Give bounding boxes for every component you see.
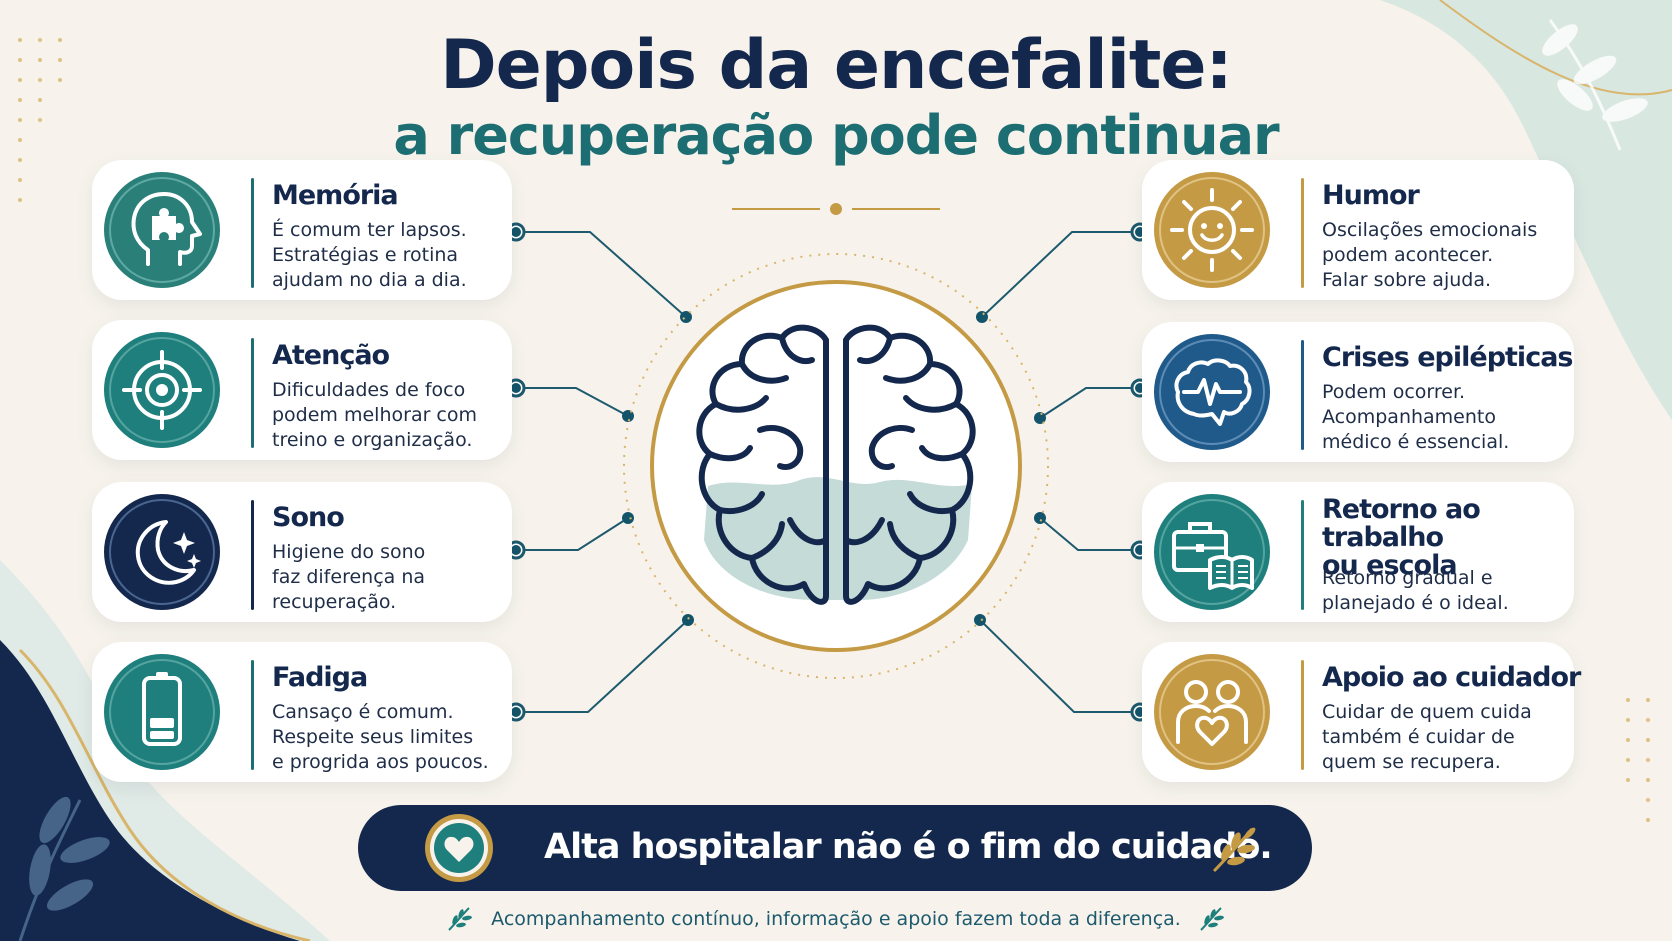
card-humor: Humor Oscilações emocionais podem aconte… (1142, 160, 1574, 300)
target-icon (104, 332, 220, 448)
footnote: Acompanhamento contínuo, informação e ap… (0, 906, 1672, 932)
card-title: Apoio ao cuidador (1322, 662, 1581, 693)
card-divider (251, 500, 254, 610)
page-subtitle: a recuperação pode continuar (393, 104, 1279, 167)
bottom-banner: Alta hospitalar não é o fim do cuidado. (358, 805, 1312, 891)
leaf-sprig-left-icon (448, 907, 473, 931)
card-title: Humor (1322, 180, 1420, 211)
card-crises-epilepticas: Crises epilépticas Podem ocorrer. Acompa… (1142, 322, 1574, 462)
title-ornament-icon (732, 203, 940, 215)
card-description: Dificuldades de foco podem melhorar com … (272, 379, 478, 451)
dot-pattern-top-left-icon (18, 38, 62, 202)
card-description: Oscilações emocionais podem acontecer. F… (1322, 219, 1538, 291)
leaf-branch-top-right-icon (1542, 19, 1648, 151)
card-divider (251, 660, 254, 770)
two-people-heart-icon (1154, 654, 1270, 770)
moon-stars-icon (104, 494, 220, 610)
card-description: Higiene do sono faz diferença na recuper… (272, 541, 426, 613)
central-brain-icon (623, 253, 1049, 679)
connector-lines (516, 231, 1140, 713)
card-description: Retorno gradual e planejado é o ideal. (1322, 567, 1509, 614)
card-title: Memória (272, 180, 399, 211)
gold-leaf-sprig-icon (1212, 827, 1256, 873)
card-divider (1301, 178, 1304, 288)
battery-low-icon (104, 654, 220, 770)
card-title: Atenção (272, 340, 390, 371)
card-description: É comum ter lapsos. Estratégias e rotina… (272, 219, 467, 291)
banner-text: Alta hospitalar não é o fim do cuidado. (544, 827, 1273, 867)
card-divider (1301, 660, 1304, 770)
page-title: Depois da encefalite: (440, 26, 1233, 105)
card-title: Retorno ao trabalho ou escola (1322, 494, 1481, 581)
card-description: Podem ocorrer. Acompanhamento médico é e… (1322, 381, 1510, 453)
briefcase-book-icon (1154, 494, 1270, 610)
brain-pulse-icon (1154, 334, 1270, 450)
leaf-sprig-right-icon (1200, 907, 1224, 931)
card-divider (1301, 500, 1304, 610)
card-sono: Sono Higiene do sono faz diferença na re… (92, 482, 512, 622)
card-divider (1301, 340, 1304, 450)
card-memoria: Memória É comum ter lapsos. Estratégias … (92, 160, 512, 300)
card-description: Cansaço é comum. Respeite seus limites e… (272, 701, 489, 773)
card-retorno-trabalho: Retorno ao trabalho ou escola Retorno gr… (1142, 482, 1574, 622)
dot-pattern-bottom-right-icon (1626, 698, 1650, 822)
head-puzzle-icon (104, 172, 220, 288)
card-divider (251, 178, 254, 288)
card-atencao: Atenção Dificuldades de foco podem melho… (92, 320, 512, 460)
card-title: Fadiga (272, 662, 368, 693)
card-fadiga: Fadiga Cansaço é comum. Respeite seus li… (92, 642, 512, 782)
card-apoio-cuidador: Apoio ao cuidador Cuidar de quem cuida t… (1142, 642, 1581, 782)
footnote-text: Acompanhamento contínuo, informação e ap… (491, 908, 1181, 930)
card-description: Cuidar de quem cuida também é cuidar de … (1322, 701, 1532, 773)
leaf-branch-bottom-left-icon (18, 796, 110, 941)
smiling-sun-icon (1154, 172, 1270, 288)
card-title: Sono (272, 502, 345, 533)
card-title: Crises epilépticas (1322, 342, 1573, 373)
heart-badge-icon (425, 814, 493, 882)
card-divider (251, 338, 254, 448)
